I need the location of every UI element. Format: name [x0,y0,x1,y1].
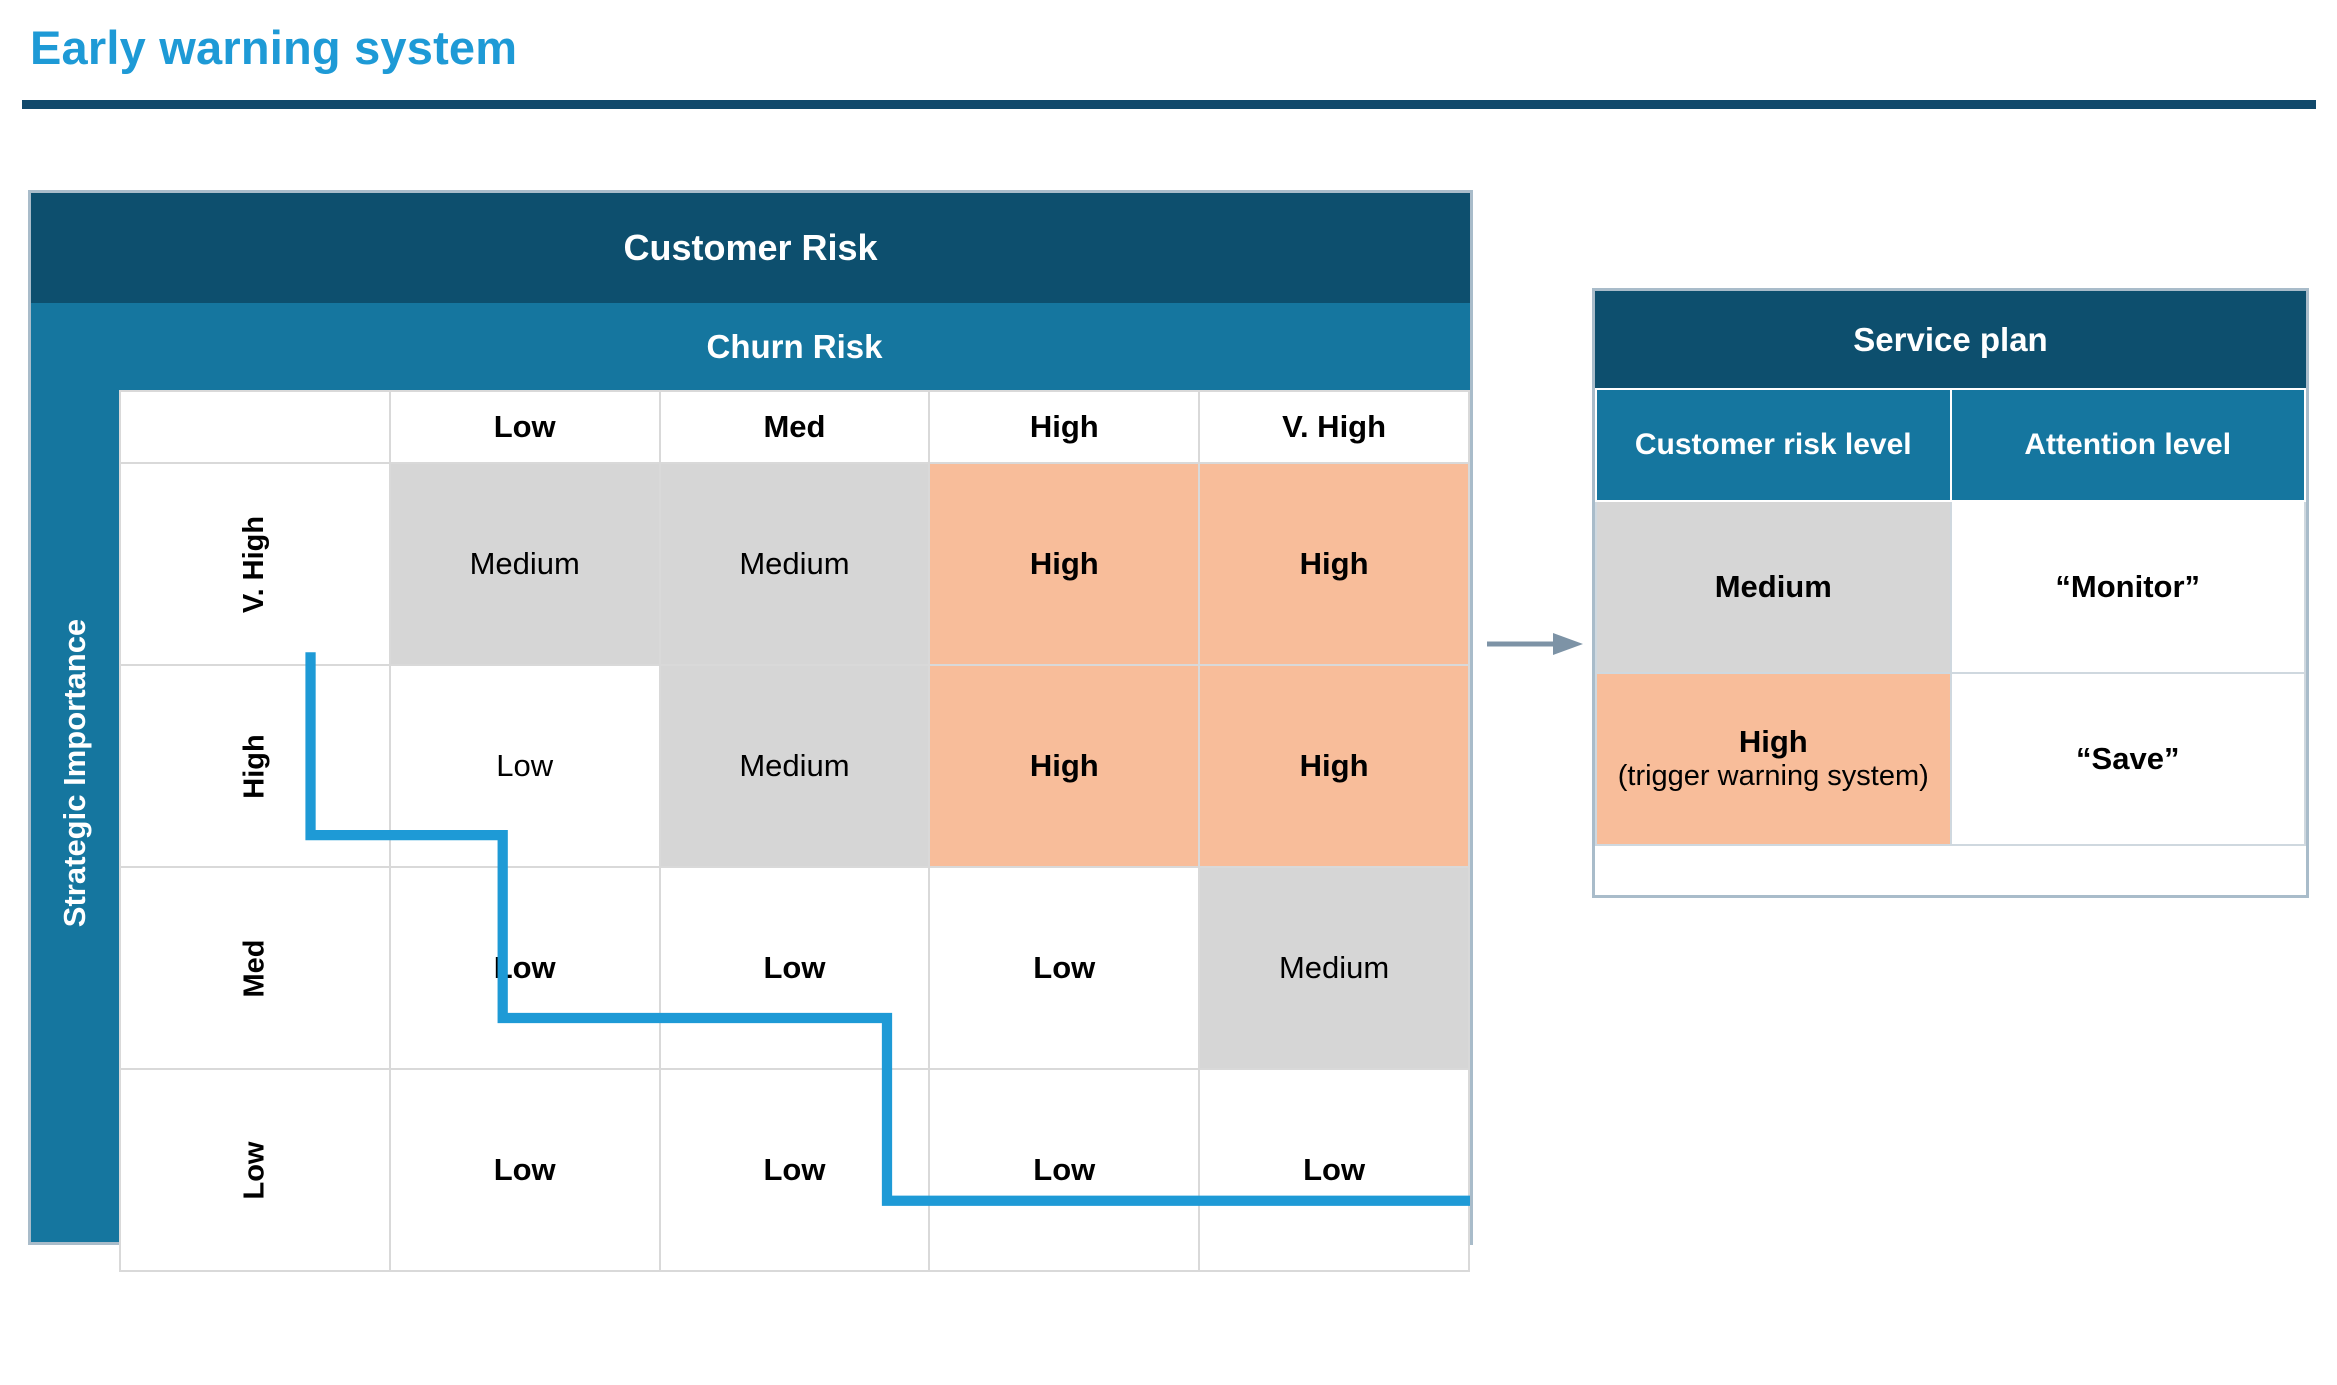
matrix-header-bar: Customer Risk [31,193,1470,303]
row-header-vhigh: V. High [119,462,391,666]
matrix-cell[interactable]: Medium [658,664,931,868]
strategic-importance-label: Strategic Importance [57,618,92,927]
table-row: High (trigger warning system) “Save” [1595,672,2306,846]
strategic-importance-rail: Strategic Importance [31,303,119,1242]
table-row: Low Low Low Low Low [119,1068,1470,1272]
service-risk-level-note: (trigger warning system) [1617,760,1929,793]
service-attention-save[interactable]: “Save” [1949,672,2306,846]
row-header-label: High [238,733,271,799]
title-divider [22,100,2316,109]
service-risk-level-high[interactable]: High (trigger warning system) [1595,672,1952,846]
row-header-label: Med [238,939,271,997]
service-plan-panel: Service plan Customer risk level Attenti… [1592,288,2309,898]
matrix-cell[interactable]: Low [388,664,661,868]
matrix-header-label: Customer Risk [623,227,878,268]
matrix-cell[interactable]: Low [658,1068,931,1272]
matrix-cell[interactable]: Low [928,1068,1201,1272]
row-header-label: Low [238,1141,271,1199]
page-title: Early warning system [30,21,518,74]
matrix-cell[interactable]: Low [658,866,931,1070]
column-header-high: High [928,390,1201,464]
arrow-right-icon [1487,633,1583,655]
customer-risk-matrix-panel: Customer Risk Churn Risk Strategic Impor… [28,190,1473,1272]
table-row: High Low Medium High High [119,664,1470,868]
table-row: Med Low Low Low Medium [119,866,1470,1070]
column-header-low: Low [388,390,661,464]
matrix-cell[interactable]: Medium [1198,866,1470,1070]
service-risk-level-label: Medium [1714,569,1832,604]
matrix-header-row: Low Med High V. High [119,390,1470,464]
matrix-cell[interactable]: High [928,462,1201,666]
matrix-cell[interactable]: Medium [658,462,931,666]
churn-risk-label: Churn Risk [706,327,883,365]
service-col-header-attention: Attention level [1949,388,2306,502]
table-row: Medium “Monitor” [1595,500,2306,674]
service-attention-monitor[interactable]: “Monitor” [1949,500,2306,674]
matrix-cell[interactable]: Low [928,866,1201,1070]
service-plan-header: Service plan [1595,291,2306,388]
row-header-label: V. High [238,515,271,613]
service-col-header-risk-level: Customer risk level [1595,388,1952,502]
matrix-cell[interactable]: High [928,664,1201,868]
matrix-cell[interactable]: Low [388,1068,661,1272]
matrix-cell[interactable]: High [1198,462,1470,666]
matrix-cell[interactable]: Medium [388,462,661,666]
churn-risk-band: Churn Risk [31,303,1470,390]
column-header-med: Med [658,390,931,464]
risk-matrix-table: Low Med High V. High V. High Medium Medi… [119,390,1470,1272]
matrix-cell[interactable]: High [1198,664,1470,868]
column-header-vhigh: V. High [1198,390,1470,464]
matrix-cell[interactable]: Low [388,866,661,1070]
service-plan-table: Customer risk level Attention level Medi… [1595,388,2306,846]
service-plan-header-row: Customer risk level Attention level [1595,388,2306,502]
row-header-high: High [119,664,391,868]
service-risk-level-medium[interactable]: Medium [1595,500,1952,674]
service-risk-level-label: High [1738,724,1808,760]
service-plan-title-label: Service plan [1853,320,2048,358]
risk-grid-area: Low Med High V. High V. High Medium Medi… [119,390,1470,1272]
table-row: V. High Medium Medium High High [119,462,1470,666]
row-header-low: Low [119,1068,391,1272]
row-header-med: Med [119,866,391,1070]
matrix-corner-cell [119,390,391,464]
matrix-cell[interactable]: Low [1198,1068,1470,1272]
